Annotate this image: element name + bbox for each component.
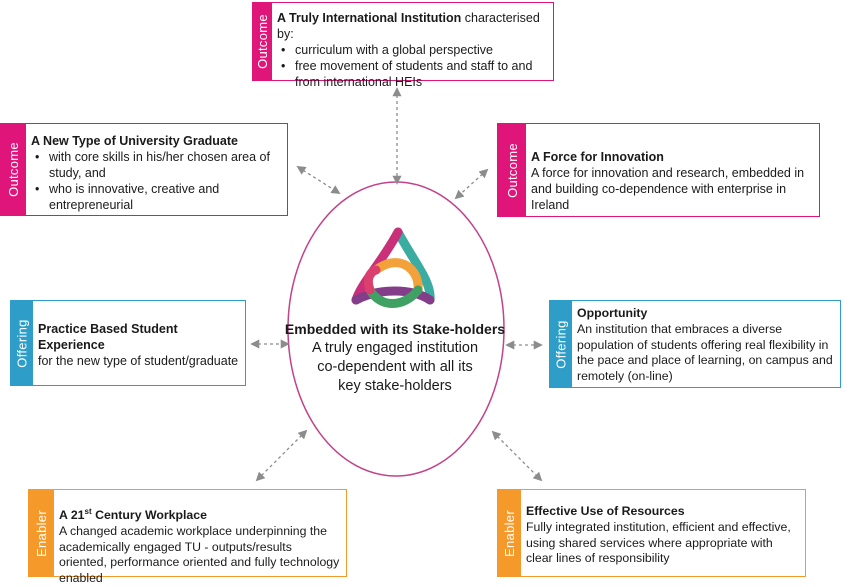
box-new-graduate: Outcome A New Type of University Graduat… — [0, 123, 288, 216]
triquetra-logo — [351, 227, 435, 308]
box-text: A force for innovation and research, emb… — [531, 166, 805, 212]
box-title: Opportunity — [577, 306, 648, 320]
connector-resources — [491, 430, 543, 482]
outcome-tab: Outcome — [1, 124, 26, 215]
box-title: A Force for Innovation — [531, 150, 664, 164]
center-line-2: co-dependent with all its — [317, 359, 473, 375]
bullet-item: free movement of students and staff to a… — [277, 58, 549, 90]
connector-innovation — [454, 168, 489, 200]
enabler-tab: Enabler — [29, 490, 54, 576]
box-effective-resources: Enabler Effective Use of Resources Fully… — [497, 489, 806, 577]
connector-graduate — [296, 166, 341, 194]
bullet-item: who is innovative, creative and entrepre… — [31, 181, 283, 213]
box-title: A 21st Century Workplace — [59, 507, 207, 523]
box-title: Effective Use of Resources — [526, 504, 685, 518]
box-title: Practice Based Student Experience — [38, 322, 178, 352]
box-title: A Truly International Institution — [277, 11, 462, 25]
box-opportunity: Offering Opportunity An institution that… — [549, 300, 841, 388]
bullet-item: with core skills in his/her chosen area … — [31, 149, 283, 181]
box-title: A New Type of University Graduate — [31, 134, 238, 148]
center-title: Embedded with its Stake-holders — [284, 321, 506, 337]
box-practice-based: Offering Practice Based Student Experien… — [10, 300, 246, 386]
box-text: An institution that embraces a diverse p… — [577, 321, 833, 384]
outcome-tab: Outcome — [253, 3, 272, 80]
center-text-block: Embedded with its Stake-holders A truly … — [280, 320, 510, 396]
box-force-for-innovation: Outcome A Force for Innovation A force f… — [497, 123, 820, 217]
box-text: for the new type of student/graduate — [38, 354, 239, 368]
box-text: Fully integrated institution, efficient … — [526, 519, 791, 566]
connector-workplace — [255, 429, 308, 482]
enabler-tab: Enabler — [498, 490, 521, 576]
bullet-item: curriculum with a global perspective — [277, 42, 549, 58]
box-21st-century-workplace: Enabler A 21st Century Workplace A chang… — [28, 489, 347, 585]
box-international-institution: Outcome A Truly International Institutio… — [252, 2, 554, 89]
center-line-3: key stake-holders — [338, 378, 452, 394]
offering-tab: Offering — [550, 301, 572, 387]
box-text: A changed academic workplace underpinnin… — [59, 523, 340, 586]
outcome-tab: Outcome — [498, 124, 526, 216]
offering-tab: Offering — [11, 301, 33, 385]
center-line-1: A truly engaged institution — [311, 340, 479, 356]
box-title-suffix: characterised by: — [277, 11, 540, 41]
